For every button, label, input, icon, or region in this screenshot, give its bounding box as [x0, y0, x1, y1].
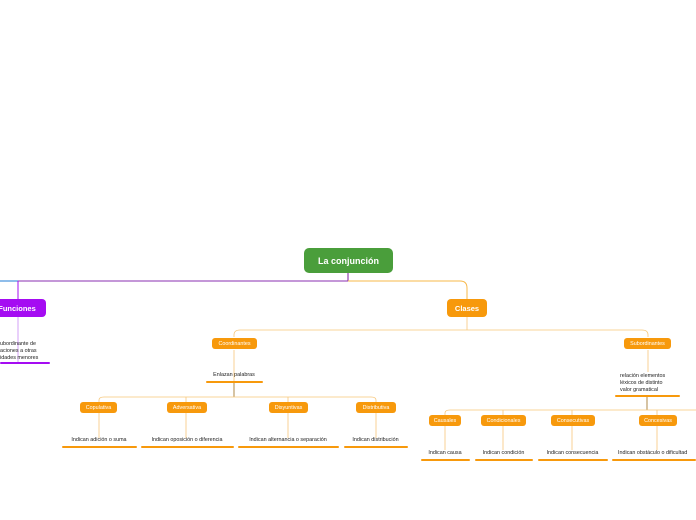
causales-note-underline	[421, 459, 470, 461]
topic-copulativa[interactable]: Copulativa	[80, 402, 117, 413]
concesivas-note: Indican obstáculo o dificultad	[618, 450, 688, 456]
distributiva-note: Indican distribución	[352, 437, 399, 443]
condicionales-note: Indican condición	[482, 450, 525, 456]
copulativa-note-underline	[62, 446, 137, 448]
subordinantes-note-line-3: valor gramatical	[620, 387, 659, 393]
funciones-note-underline	[0, 362, 50, 364]
funciones-note-line-1: ubordinante de	[0, 341, 36, 347]
funciones-note: ubordinante de aciones a otras idades me…	[0, 341, 38, 362]
consecutivas-note-underline	[538, 459, 608, 461]
topic-condicionales[interactable]: Condicionales	[481, 415, 526, 426]
topic-concesivas[interactable]: Concesivas	[639, 415, 677, 426]
subordinantes-note: relación elementos léxicos de distinto v…	[620, 373, 665, 394]
root-topic[interactable]: La conjunción	[304, 248, 393, 273]
subordinantes-note-line-1: relación elementos	[620, 373, 666, 379]
adversativa-note: Indican oposición o diferencia	[151, 437, 223, 443]
concesivas-note-underline	[612, 459, 696, 461]
topic-clases[interactable]: Clases	[447, 299, 487, 317]
funciones-note-line-3: idades menores	[0, 355, 39, 361]
distributiva-note-underline	[344, 446, 408, 448]
topic-disyuntivas[interactable]: Disyuntivas	[269, 402, 308, 413]
causales-note: Indican causa	[428, 450, 462, 456]
topic-causales[interactable]: Causales	[429, 415, 461, 426]
copulativa-note: Indican adición o suma	[71, 437, 127, 443]
subordinantes-note-line-2: léxicos de distinto	[620, 380, 663, 386]
topic-adversativa[interactable]: Adversativa	[167, 402, 207, 413]
topic-subordinantes[interactable]: Subordinantes	[624, 338, 671, 349]
topic-consecutivas[interactable]: Consecutivas	[551, 415, 595, 426]
topic-distributiva[interactable]: Distributiva	[356, 402, 396, 413]
topic-funciones[interactable]: Funciones	[0, 299, 46, 317]
disyuntivas-note-underline	[238, 446, 339, 448]
condicionales-note-underline	[475, 459, 533, 461]
coordinantes-note: Enlazan palabras	[213, 372, 255, 378]
funciones-note-line-2: aciones a otras	[0, 348, 37, 354]
disyuntivas-note: Indican alternancia o separación	[249, 437, 327, 443]
consecutivas-note: Indican consecuencia	[546, 450, 599, 456]
topic-coordinantes[interactable]: Coordinantes	[212, 338, 257, 349]
coordinantes-note-underline	[206, 381, 263, 383]
subordinantes-note-underline	[615, 395, 680, 397]
adversativa-note-underline	[141, 446, 234, 448]
